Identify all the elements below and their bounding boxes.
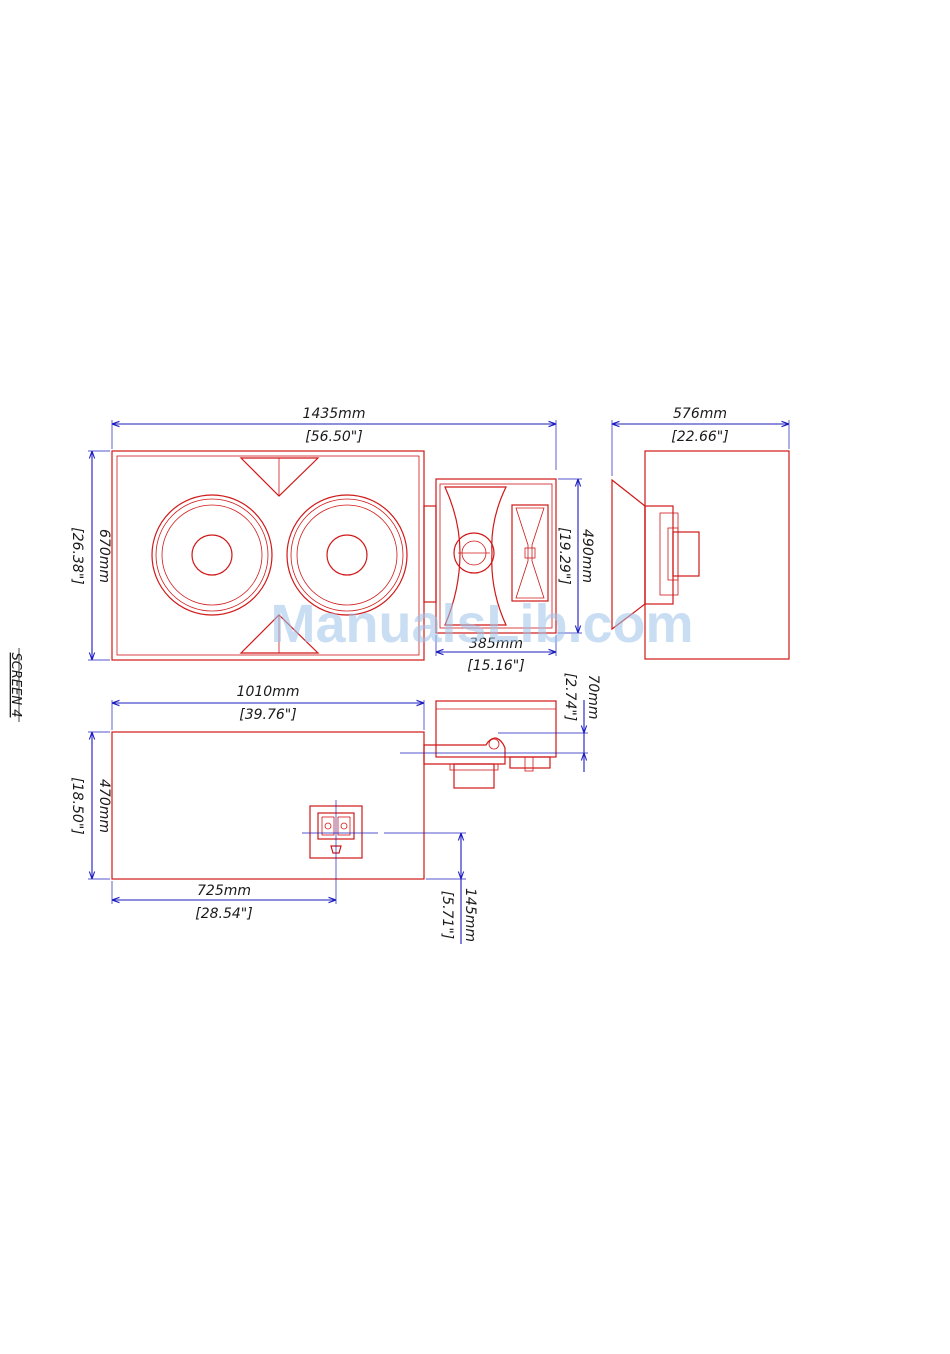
side-depth-mm: 576mm (673, 406, 727, 422)
sheet-label: SCREEN 4 (8, 653, 23, 718)
top-depth-in: [18.50"] (69, 777, 85, 834)
connector-depth-in: [5.71"] (439, 891, 455, 940)
front-width-in: [56.50"] (305, 429, 362, 445)
top-view (112, 732, 424, 879)
horn-top-view (424, 701, 556, 788)
horn-height-mm: 490mm (579, 529, 595, 583)
dimension-top-width: 1010mm [39.76"] (112, 684, 424, 730)
top-width-in: [39.76"] (239, 707, 296, 723)
side-depth-in: [22.66"] (671, 429, 728, 445)
dimension-connector-offset: 725mm [28.54"] (112, 866, 336, 922)
connector-offset-in: [28.54"] (195, 906, 252, 922)
dimension-top-depth: 470mm [18.50"] (69, 732, 112, 879)
woofer-left (152, 495, 272, 615)
horn-height-in: [19.29"] (556, 527, 572, 584)
bracket-in: [2.74"] (562, 673, 578, 722)
connector-offset-mm: 725mm (197, 883, 251, 899)
front-width-mm: 1435mm (303, 406, 366, 422)
bracket-mm: 70mm (585, 674, 601, 719)
dimension-front-height: 670mm [26.38"] (69, 451, 112, 660)
front-height-mm: 670mm (96, 529, 112, 583)
watermark: ManualsLib.com (270, 594, 693, 654)
dimension-connector-depth: 145mm [5.71"] (384, 833, 478, 944)
top-width-mm: 1010mm (237, 684, 300, 700)
sheet-label-group: SCREEN 4 (8, 648, 23, 722)
top-depth-mm: 470mm (96, 779, 112, 833)
dimension-side-depth: 576mm [22.66"] (612, 406, 789, 476)
horn-width-in: [15.16"] (467, 658, 524, 674)
dimension-front-width: 1435mm [56.50"] (112, 406, 556, 470)
connector-depth-mm: 145mm (462, 888, 478, 942)
front-height-in: [26.38"] (69, 527, 85, 584)
